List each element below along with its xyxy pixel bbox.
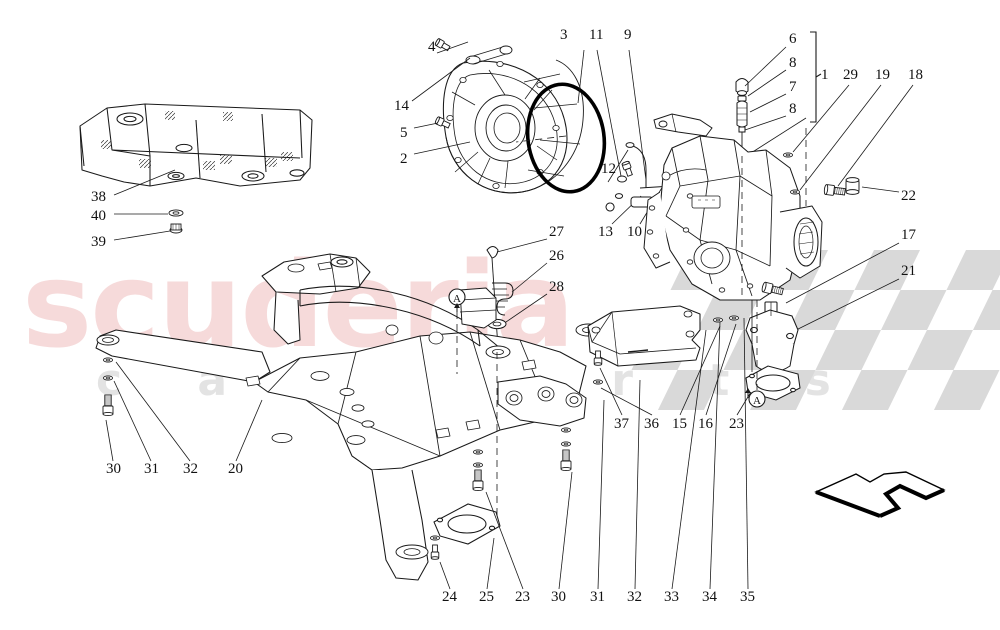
part-31-washer-mid — [560, 441, 572, 447]
callout-30-left: 30 — [106, 461, 121, 477]
part-26-clip — [492, 282, 514, 316]
leader-lines-gearbox — [783, 84, 914, 337]
part-16-washer — [728, 315, 740, 321]
callout-40: 40 — [91, 208, 106, 224]
bracket-group-1 — [810, 31, 822, 123]
callout-12: 12 — [601, 161, 616, 177]
part-23-washer-b — [472, 449, 484, 455]
callout-38: 38 — [91, 189, 106, 205]
callout-23-mount: 23 — [729, 416, 744, 432]
leader-lines-subframe-left — [105, 361, 263, 462]
callout-22: 22 — [901, 188, 916, 204]
callout-29: 29 — [843, 67, 858, 83]
part-4-bolt — [434, 37, 452, 53]
part-25-gasket — [433, 503, 501, 545]
part-30-bolt-mid — [560, 449, 572, 472]
part-gearbox-differential-housing — [643, 135, 823, 301]
part-19-washer — [789, 189, 801, 195]
part-23-bolt — [472, 469, 484, 492]
callout-31-sub: 31 — [590, 589, 605, 605]
callout-5: 5 — [400, 125, 408, 141]
part-24-washer — [429, 535, 441, 541]
part-3-o-ring-seal — [525, 82, 607, 194]
callout-19: 19 — [875, 67, 890, 83]
part-36-washer — [592, 379, 604, 385]
part-40-washer — [168, 209, 184, 217]
callout-39: 39 — [91, 234, 106, 250]
section-marker-a-lower: A — [745, 388, 766, 408]
part-31-washer-lower — [102, 375, 114, 381]
callout-20: 20 — [228, 461, 243, 477]
callout-31-left: 31 — [144, 461, 159, 477]
callout-24: 24 — [442, 589, 457, 605]
callout-1-group: 1 — [821, 67, 829, 83]
callout-32-left: 32 — [183, 461, 198, 477]
part-30-bolt — [102, 394, 114, 417]
callout-7: 7 — [789, 79, 797, 95]
part-upper-bracket — [653, 113, 713, 137]
callout-30-sub: 30 — [551, 589, 566, 605]
part-21-gearbox-mount — [745, 301, 799, 373]
callout-32-sub: 32 — [627, 589, 642, 605]
part-20-rear-subframe — [95, 253, 601, 581]
part-22-nut — [845, 177, 860, 195]
callout-4: 4 — [428, 39, 436, 55]
callout-27: 27 — [549, 224, 564, 240]
callout-9: 9 — [624, 27, 632, 43]
callout-11: 11 — [589, 27, 604, 43]
callout-26: 26 — [549, 248, 564, 264]
callout-25: 25 — [479, 589, 494, 605]
callout-10: 10 — [627, 224, 642, 240]
part-15-washer — [712, 317, 724, 323]
leader-lines-subframe-bottom — [439, 317, 749, 590]
part-2-clutch-bell-housing — [442, 59, 584, 194]
callout-33: 33 — [664, 589, 679, 605]
section-marker-a-upper: A — [448, 288, 466, 312]
callout-36: 36 — [644, 416, 659, 432]
part-heat-shield — [79, 103, 313, 187]
part-23-washer-a — [472, 462, 484, 468]
svg-text:A: A — [453, 293, 461, 305]
callout-14: 14 — [394, 98, 409, 114]
part-29-washer — [782, 152, 794, 158]
callout-8-upper: 8 — [789, 55, 797, 71]
part-24-bolt — [430, 544, 440, 560]
leader-lines-heat-shield — [113, 169, 176, 241]
callout-34: 34 — [702, 589, 717, 605]
callout-37: 37 — [614, 416, 629, 432]
svg-text:A: A — [753, 395, 761, 407]
part-ecu-control-unit — [587, 305, 701, 367]
part-37-bolt — [593, 350, 603, 366]
part-11-bolt — [621, 160, 635, 178]
callout-28: 28 — [549, 279, 564, 295]
part-32-washer-mid — [560, 427, 572, 433]
callout-6: 6 — [789, 31, 797, 47]
direction-arrow — [814, 471, 946, 518]
callout-3: 3 — [560, 27, 568, 43]
callout-16: 16 — [698, 416, 713, 432]
callout-8-lower: 8 — [789, 101, 797, 117]
callout-18: 18 — [908, 67, 923, 83]
callout-13: 13 — [598, 224, 613, 240]
leader-lines-dipstick — [496, 238, 548, 323]
callout-35: 35 — [740, 589, 755, 605]
part-28-seal — [487, 318, 507, 330]
part-32-washer-upper — [102, 357, 114, 363]
leader-lines-bell-housing — [411, 41, 664, 225]
part-18-bolt — [823, 183, 846, 198]
callout-15: 15 — [672, 416, 687, 432]
callout-17: 17 — [901, 227, 916, 243]
part-39-nut — [169, 223, 183, 234]
callout-21: 21 — [901, 263, 916, 279]
callout-23-sub: 23 — [515, 589, 530, 605]
part-23-mount-gasket — [745, 365, 801, 401]
callout-2: 2 — [400, 151, 408, 167]
alignment-axes — [456, 128, 807, 518]
